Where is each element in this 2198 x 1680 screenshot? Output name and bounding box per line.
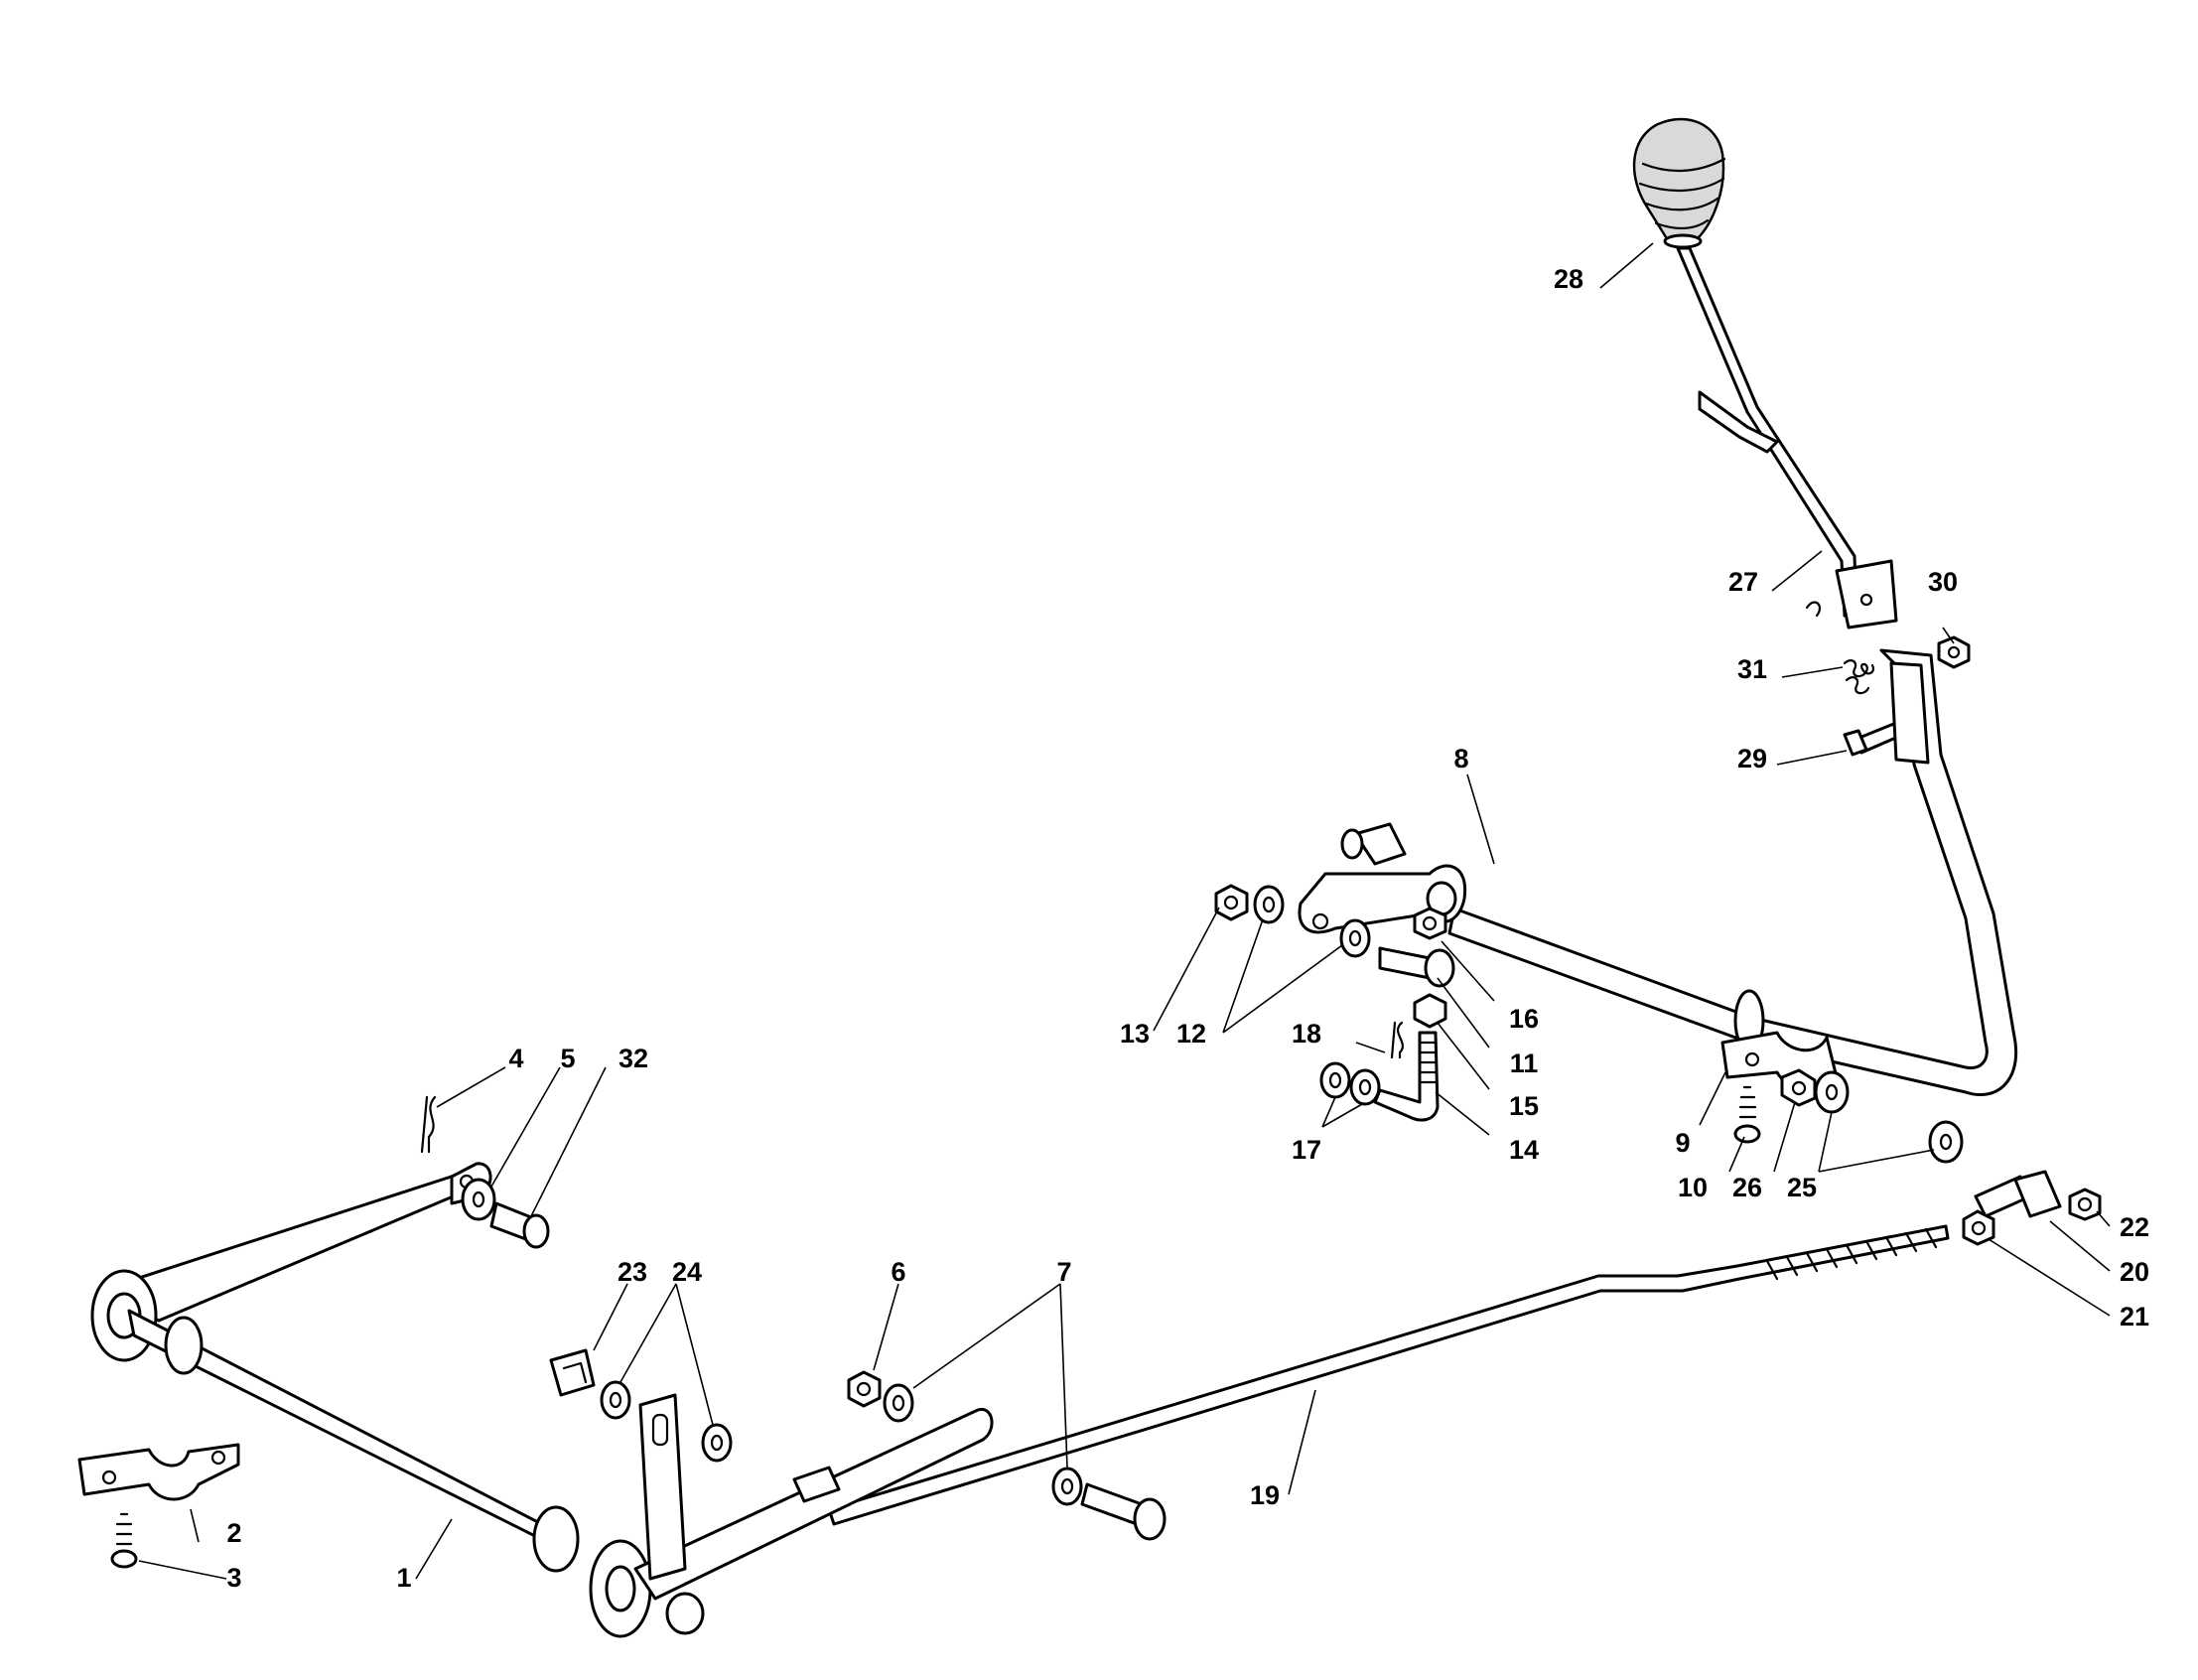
washer-part-7 [883,1383,1083,1506]
callout-6: 6 [891,1257,905,1287]
axle-part-1 [90,1162,994,1638]
callout-18: 18 [1292,1019,1321,1049]
lever-arm-part-27 [1676,246,1898,630]
callout-25: 25 [1787,1173,1817,1202]
nut-part-6 [847,1370,882,1408]
nut-part-30 [1937,635,1971,669]
callout-23: 23 [618,1257,647,1287]
callout-22: 22 [2120,1212,2149,1242]
callout-28: 28 [1554,264,1583,294]
nut-part-16 [1413,907,1447,940]
spring-part-31 [1805,601,1874,695]
callout-29: 29 [1737,744,1767,773]
nut-part-21 [1962,1209,1995,1246]
cotter-pin-part-18 [1390,1021,1404,1059]
callout-7: 7 [1056,1257,1071,1287]
washer-part-17 [1319,1061,1381,1106]
pin-part-14 [1373,1031,1440,1122]
callout-8: 8 [1453,744,1468,773]
screw-part-10 [1733,1085,1761,1144]
callout-31: 31 [1737,654,1767,684]
callout-10: 10 [1678,1173,1708,1202]
callout-labels: 28 27 30 31 29 8 13 12 18 16 11 15 14 17… [226,264,2149,1593]
callout-24: 24 [672,1257,702,1287]
callout-20: 20 [2120,1257,2149,1287]
nut-part-15 [1413,993,1447,1029]
washer-part-12 [1253,885,1371,958]
callout-12: 12 [1176,1019,1206,1049]
callout-1: 1 [396,1563,411,1593]
callout-13: 13 [1120,1019,1150,1049]
callout-2: 2 [226,1518,241,1548]
callout-4: 4 [508,1044,523,1073]
callout-21: 21 [2120,1302,2149,1331]
callout-26: 26 [1732,1173,1762,1202]
washer-part-25 [1814,1070,1964,1164]
rod-part-19 [827,1224,1950,1526]
washer-part-5 [461,1178,496,1221]
leader-lines [138,242,2111,1580]
cross-shaft-part-8 [1298,648,2018,1097]
swivel-part-20 [1974,1170,2062,1218]
callout-3: 3 [226,1563,241,1593]
callout-32: 32 [618,1044,648,1073]
callout-19: 19 [1250,1480,1280,1510]
callout-30: 30 [1928,567,1958,597]
nut-part-13 [1214,884,1249,921]
pin-part-32 [489,1201,550,1249]
clip-part-23 [549,1348,596,1397]
bolt-part-7 [792,1466,1167,1541]
callout-11: 11 [1510,1049,1539,1078]
callout-9: 9 [1675,1128,1690,1158]
knob-part-28 [1632,117,1726,249]
screw-part-3 [110,1512,138,1569]
nut-part-26 [1780,1068,1817,1107]
bolt-part-11 [1378,946,1455,988]
callout-17: 17 [1292,1135,1321,1165]
cotter-pin-part-4 [420,1095,437,1154]
nut-part-22 [2068,1188,2102,1221]
callout-5: 5 [560,1044,575,1073]
callout-15: 15 [1509,1091,1539,1121]
callout-27: 27 [1728,567,1758,597]
washer-part-24 [600,1380,733,1463]
callout-16: 16 [1509,1004,1539,1034]
clamp-part-2 [77,1443,240,1501]
callout-14: 14 [1509,1135,1539,1165]
